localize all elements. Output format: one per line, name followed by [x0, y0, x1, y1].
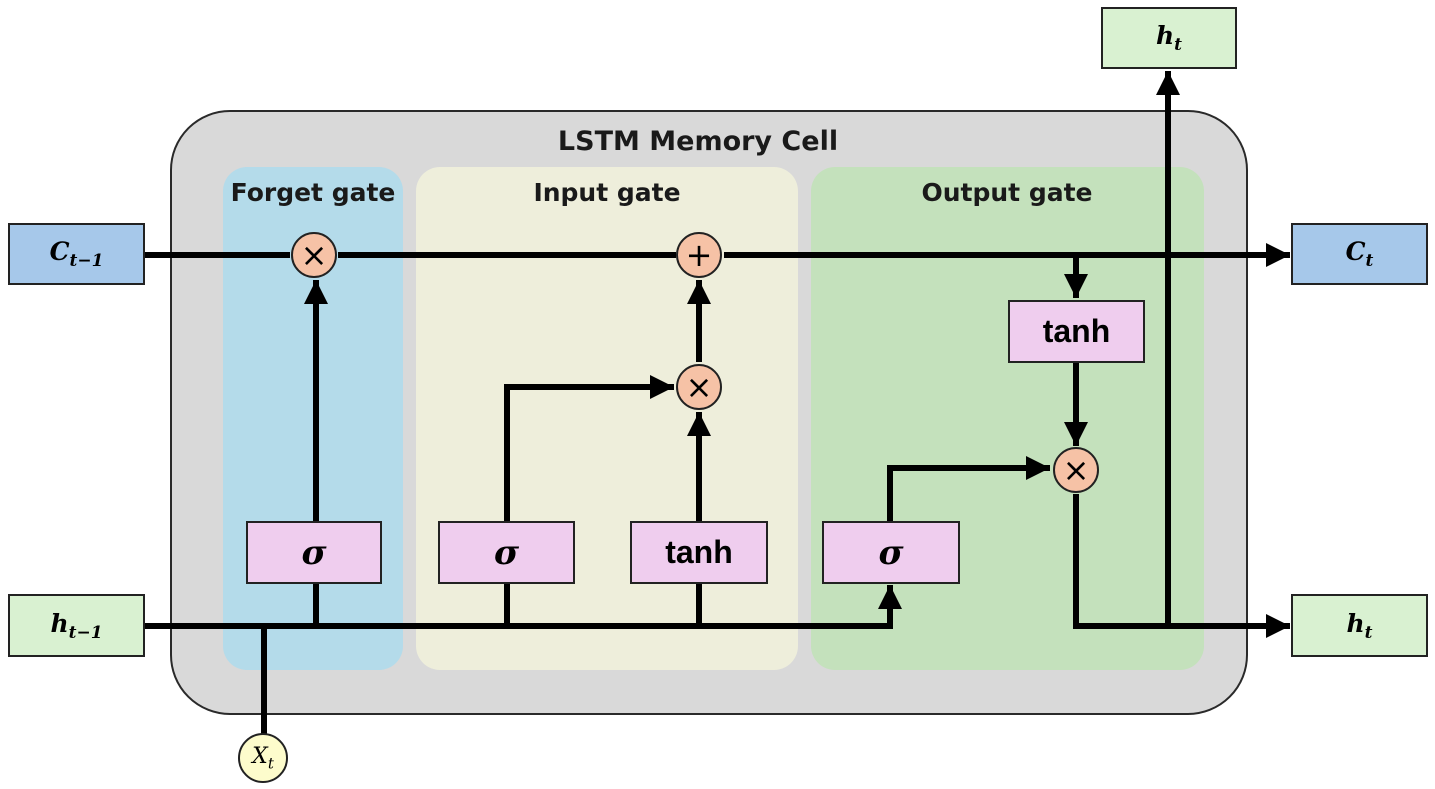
cell-title: LSTM Memory Cell: [557, 126, 839, 157]
hidden-state-prev-label: ht−1: [50, 608, 103, 643]
input-sigma-to-multiply: [504, 375, 674, 521]
output-sigma-box: σ: [822, 521, 960, 584]
forget-multiply-operator: ×: [291, 232, 337, 278]
output-sigma-to-multiply: [887, 456, 1050, 521]
output-multiply-to-hidden: [1073, 494, 1290, 638]
input-multiply-operator: ×: [676, 364, 722, 410]
input-sigma-box: σ: [438, 521, 575, 584]
hidden-state-bus: [145, 585, 902, 629]
hidden-state-output-box: ht: [1101, 7, 1237, 69]
input-gate-title: Input gate: [533, 178, 681, 207]
cell-state-prev-box: Ct−1: [8, 223, 145, 285]
forget-gate-title: Forget gate: [230, 178, 396, 207]
x-input-label: Xt: [252, 743, 274, 773]
output-tanh-box: tanh: [1008, 300, 1145, 363]
cell-state-next-box: Ct: [1291, 223, 1428, 285]
hidden-state-next-label: ht: [1346, 608, 1373, 643]
input-gate-region: [416, 167, 798, 670]
output-multiply-operator: ×: [1053, 447, 1099, 493]
input-tanh-box: tanh: [630, 521, 768, 584]
hidden-state-next-box: ht: [1291, 594, 1428, 657]
hidden-state-prev-box: ht−1: [8, 594, 145, 657]
forget-sigma-box: σ: [246, 521, 382, 584]
cell-state-next-label: Ct: [1345, 237, 1374, 271]
output-gate-region: [811, 167, 1204, 670]
cell-add-operator: +: [676, 232, 722, 278]
output-gate-title: Output gate: [921, 178, 1093, 207]
cell-state-prev-label: Ct−1: [49, 237, 104, 271]
x-input-node: Xt: [238, 733, 288, 783]
hidden-state-output-label: ht: [1155, 21, 1183, 55]
